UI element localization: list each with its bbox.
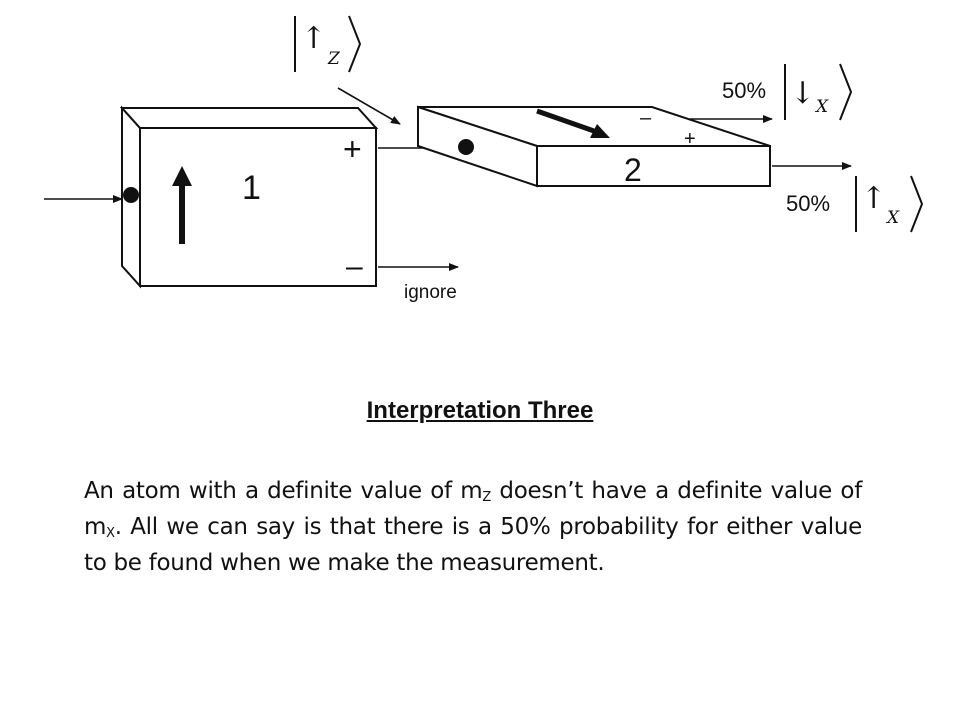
ket-x-up: ↑ X: [855, 175, 924, 233]
ignore-label: ignore: [404, 282, 457, 303]
ket-x-up-arrow: ↑: [861, 181, 886, 216]
ket-x-up-subscript: X: [885, 208, 900, 228]
stern-gerlach-diagram: 1 + – ignore – + 2 50% 50% ↑ Z ↓ X: [44, 15, 924, 303]
ket-x-down-subscript: X: [814, 97, 829, 117]
explanation-paragraph: An atom with a definite value of mZ does…: [84, 473, 862, 581]
apparatus-1-field-arrowhead: [172, 166, 192, 186]
apparatus-2-field-arrow-shaft: [536, 108, 595, 134]
section-heading: Interpretation Three: [366, 397, 594, 424]
apparatus-1: 1 + –: [119, 105, 379, 289]
apparatus-2-plus-sign: +: [684, 128, 696, 150]
apparatus-1-label: 1: [242, 169, 261, 207]
apparatus-2: – + 2: [417, 105, 771, 188]
ket-x-down: ↓ X: [784, 63, 853, 121]
paragraph-part-2: doesn’t have a definite value of m: [84, 478, 862, 540]
subscript-z: Z: [482, 490, 491, 505]
apparatus-1-plus-sign: +: [343, 131, 362, 167]
apparatus-2-minus-sign: –: [640, 107, 652, 129]
apparatus-2-label: 2: [624, 152, 642, 188]
apparatus-1-front-face: [139, 127, 377, 287]
lower-output-percent: 50%: [786, 191, 830, 216]
upper-output-percent: 50%: [722, 78, 766, 103]
apparatus-1-minus-sign: –: [346, 250, 363, 283]
apparatus-2-field-arrowhead: [590, 124, 610, 138]
paragraph-part-3: . All we can say is that there is a 50% …: [84, 514, 862, 576]
atom-entry-dot-1: [123, 187, 139, 203]
apparatus-1-top-face: [119, 107, 379, 129]
ket-z-pointer-arrow: [337, 87, 401, 125]
atom-entry-dot-2: [458, 139, 474, 155]
ket-z-up-arrow: ↑: [301, 21, 326, 56]
paragraph-part-1: An atom with a definite value of m: [84, 478, 483, 504]
ket-z-up: ↑ Z: [294, 15, 362, 73]
ket-z-up-subscript: Z: [327, 49, 341, 69]
ket-x-up-angle: [910, 175, 924, 233]
ket-x-down-angle: [839, 63, 853, 121]
apparatus-2-front-face: [536, 145, 771, 187]
ket-z-up-angle: [348, 15, 362, 73]
subscript-x: X: [106, 526, 115, 541]
ket-x-down-arrow: ↓: [790, 76, 815, 111]
